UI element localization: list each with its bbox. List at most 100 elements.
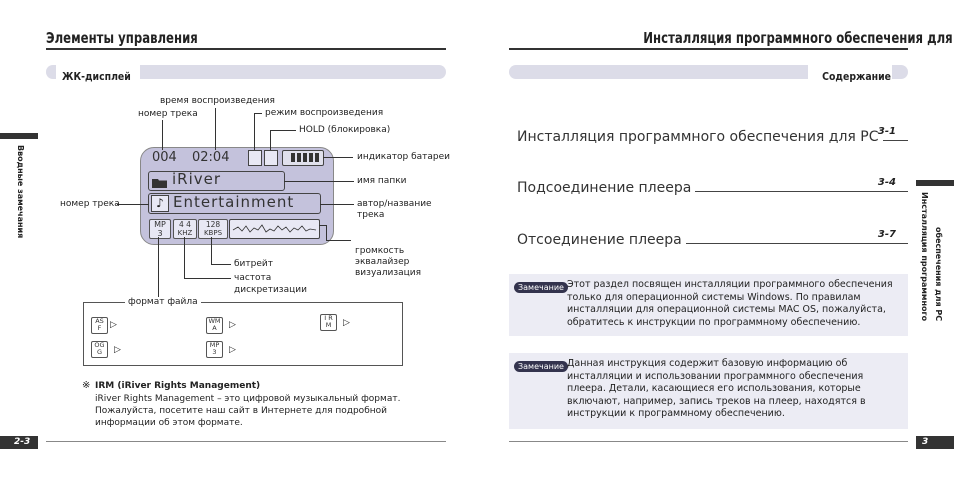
label-battery: индикатор батареи: [357, 152, 451, 162]
right-page-number: 3: [922, 437, 929, 447]
right-section-title: Содержание: [822, 70, 891, 83]
toc-page: 3-1: [877, 126, 896, 137]
note-badge-2: Замечание: [514, 361, 568, 372]
right-side-tab-bar: [916, 180, 954, 186]
callout-bitrate-h: [211, 264, 231, 265]
right-footer-rule: [509, 441, 908, 442]
left-footer-rule: [46, 441, 446, 442]
note-badge-1: Замечание: [514, 282, 568, 293]
left-section-title: ЖК-дисплей: [62, 70, 131, 83]
label-folder-name: имя папки: [357, 176, 407, 186]
visualization-wave: [229, 219, 320, 239]
label-play-mode: режим воспроизведения: [265, 108, 384, 118]
lcd-folder-name: iRiver: [172, 170, 222, 188]
callout-battery: [323, 157, 353, 158]
irm-mark: ※: [82, 380, 91, 391]
label-bitrate: битрейт: [234, 259, 273, 269]
folder-icon: [152, 174, 168, 188]
toc-title: Отсоединение плеера: [517, 232, 686, 248]
battery-icon: [282, 150, 324, 166]
label-eq: эквалайзер: [355, 257, 410, 267]
irm-line-2: Пожалуйста, посетите наш сайт в Интернет…: [95, 406, 387, 416]
left-page-title: Элементы управления: [46, 29, 198, 47]
note-box-1: [509, 274, 908, 336]
note-1-text: Этот раздел посвящен инсталляции програм…: [567, 279, 893, 328]
callout-track-top: [162, 120, 163, 150]
left-title-rule: [46, 48, 446, 50]
left-section-bar-cap: [46, 65, 140, 79]
note-box-2: [509, 353, 908, 429]
lcd-song-box: [148, 193, 321, 214]
right-page-title: Инсталляция программного обеспечения для…: [643, 29, 954, 47]
label-volume: громкость: [355, 246, 405, 256]
lcd-song-title: Entertainment: [173, 193, 295, 211]
lcd-bitrate-box: 128 KBPS: [198, 219, 228, 239]
label-track-number-top: номер трека: [138, 109, 198, 119]
play-mode-icon: [248, 150, 262, 166]
label-play-time: время воспроизведения: [160, 96, 275, 106]
left-page-number: 2-3: [14, 437, 31, 447]
format-asf-arrow: ▷: [110, 320, 117, 330]
callout-track-left: [117, 204, 149, 205]
toc-row-connect[interactable]: Подсоединение плеера 3-4: [517, 176, 908, 196]
callout-freq-h: [184, 278, 231, 279]
toc-row-install[interactable]: Инсталляция программного обеспечения для…: [517, 125, 908, 145]
left-section-bar-knob: [46, 65, 56, 79]
right-title-rule: [509, 48, 908, 50]
irm-line-3: информации об этом формате.: [95, 418, 243, 428]
right-page-number-box: [916, 436, 954, 449]
toc-title: Подсоединение плеера: [517, 180, 696, 196]
callout-play-time: [215, 108, 216, 150]
lcd-play-time: 02:04: [192, 150, 230, 165]
toc-title: Инсталляция программного обеспечения для…: [517, 129, 883, 145]
left-page-number-box: [0, 436, 38, 449]
label-visualization: визуализация: [355, 268, 422, 278]
right-side-tab: Инсталляция программного обеспечения для…: [920, 192, 944, 322]
label-artist-2: трека: [357, 210, 385, 220]
callout-play-mode-v: [254, 113, 255, 150]
format-wma-arrow: ▷: [229, 320, 236, 330]
callout-format: [158, 237, 159, 302]
callout-bitrate-v: [211, 237, 212, 264]
callout-hold-v: [270, 130, 271, 150]
label-hold: HOLD (блокировка): [299, 125, 391, 135]
callout-folder: [284, 181, 354, 182]
format-ogg-arrow: ▷: [114, 345, 121, 355]
file-formats-title: формат файла: [125, 297, 201, 307]
toc-row-disconnect[interactable]: Отсоединение плеера 3-7: [517, 228, 908, 248]
lcd-track-number: 004: [152, 150, 177, 165]
left-section-bar: [46, 65, 446, 79]
irm-title: IRM (iRiver Rights Management): [95, 381, 261, 391]
right-section-bar-cap: [808, 65, 908, 79]
label-track-number-left: номер трека: [60, 199, 120, 209]
toc-page: 3-4: [877, 177, 896, 188]
callout-artist: [320, 204, 354, 205]
toc-page: 3-7: [877, 229, 896, 240]
callout-volume-h: [319, 225, 327, 226]
file-formats-box: [83, 302, 403, 366]
label-artist-1: автор/название: [357, 199, 432, 209]
irm-line-1: iRiver Rights Management – это цифровой …: [95, 394, 401, 404]
callout-freq-v: [184, 237, 185, 278]
label-frequency-1: частота: [234, 273, 272, 283]
format-mp3-arrow: ▷: [229, 345, 236, 355]
left-side-tab-bar: [0, 133, 38, 139]
label-frequency-2: дискретизации: [234, 285, 307, 295]
note-2-text: Данная инструкция содержит базовую инфор…: [567, 358, 866, 419]
right-section-bar-knob: [892, 65, 908, 79]
hold-lock-icon: [264, 150, 278, 166]
callout-volume-v: [326, 225, 327, 240]
callout-hold-h: [270, 130, 296, 131]
lcd-format-box: MP 3: [149, 219, 171, 239]
format-irm-arrow: ▷: [343, 318, 350, 328]
callout-play-mode-h: [254, 113, 262, 114]
callout-volume-h2: [326, 240, 351, 241]
lcd-frequency-box: 4 4 KHZ: [173, 219, 197, 239]
left-side-tab: Вводные замечания: [16, 145, 25, 239]
music-note-icon: ♪: [151, 195, 169, 212]
